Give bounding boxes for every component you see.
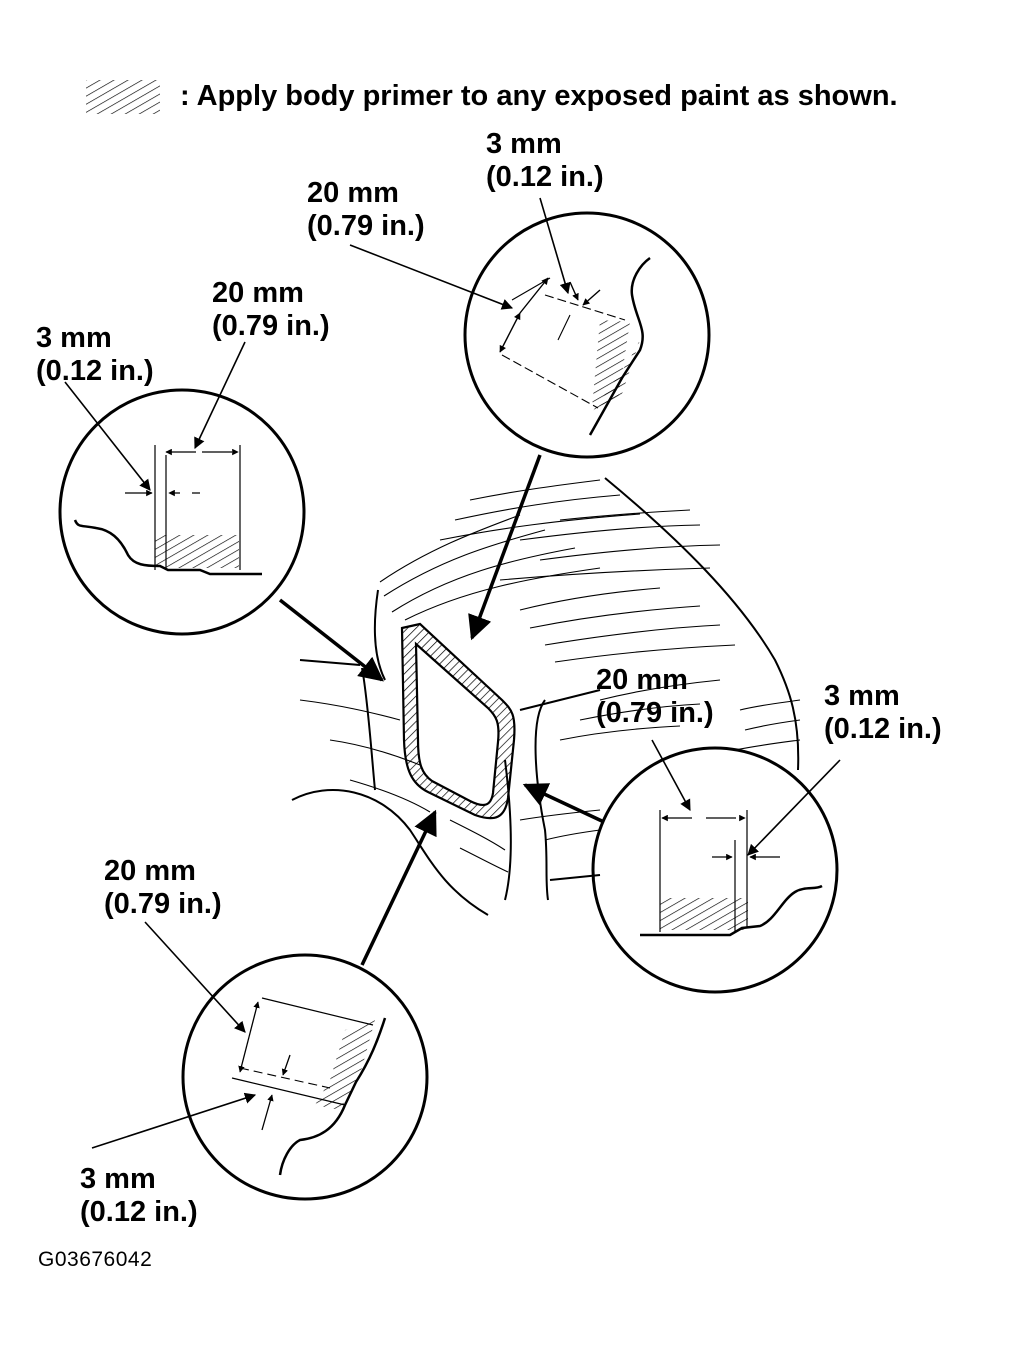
body-shading: [299, 479, 801, 873]
label-left-gap-mm: 3 mm: [36, 322, 112, 354]
detail-circle-right: [591, 746, 839, 994]
figure-id: G03676042: [38, 1248, 153, 1271]
label-bottom-width: 20 mm (0.79 in.): [104, 855, 222, 921]
label-left-width-in: (0.79 in.): [212, 310, 330, 342]
label-right-width: 20 mm (0.79 in.): [596, 664, 714, 730]
label-leaders: [64, 197, 841, 1149]
label-top-width-in: (0.79 in.): [307, 210, 425, 242]
label-left-gap: 3 mm (0.12 in.): [36, 322, 154, 388]
label-right-gap: 3 mm (0.12 in.): [824, 680, 942, 746]
label-top-gap: 3 mm (0.12 in.): [486, 128, 604, 194]
label-bottom-gap-mm: 3 mm: [80, 1163, 156, 1195]
label-top-width: 20 mm (0.79 in.): [307, 177, 425, 243]
label-left-gap-in: (0.12 in.): [36, 355, 154, 387]
label-bottom-width-in: (0.79 in.): [104, 888, 222, 920]
label-top-gap-in: (0.12 in.): [486, 161, 604, 193]
label-right-width-mm: 20 mm: [596, 664, 688, 696]
label-right-width-in: (0.79 in.): [596, 697, 714, 729]
label-top-width-mm: 20 mm: [307, 177, 399, 209]
legend-text: : Apply body primer to any exposed paint…: [180, 80, 898, 112]
detail-circle-bottom: [181, 953, 429, 1201]
label-bottom-gap-in: (0.12 in.): [80, 1196, 198, 1228]
label-top-gap-mm: 3 mm: [486, 128, 562, 160]
label-right-gap-mm: 3 mm: [824, 680, 900, 712]
label-bottom-width-mm: 20 mm: [104, 855, 196, 887]
label-right-gap-in: (0.12 in.): [824, 713, 942, 745]
vehicle-body: [291, 477, 801, 916]
label-left-width: 20 mm (0.79 in.): [212, 277, 330, 343]
window-opening: [400, 622, 516, 820]
label-bottom-gap: 3 mm (0.12 in.): [80, 1163, 198, 1229]
hatch-pattern-icon: [86, 80, 160, 114]
detail-circle-top: [463, 211, 711, 459]
detail-pointer-arrows: [278, 454, 605, 966]
detail-circle-left: [58, 388, 306, 636]
label-left-width-mm: 20 mm: [212, 277, 304, 309]
